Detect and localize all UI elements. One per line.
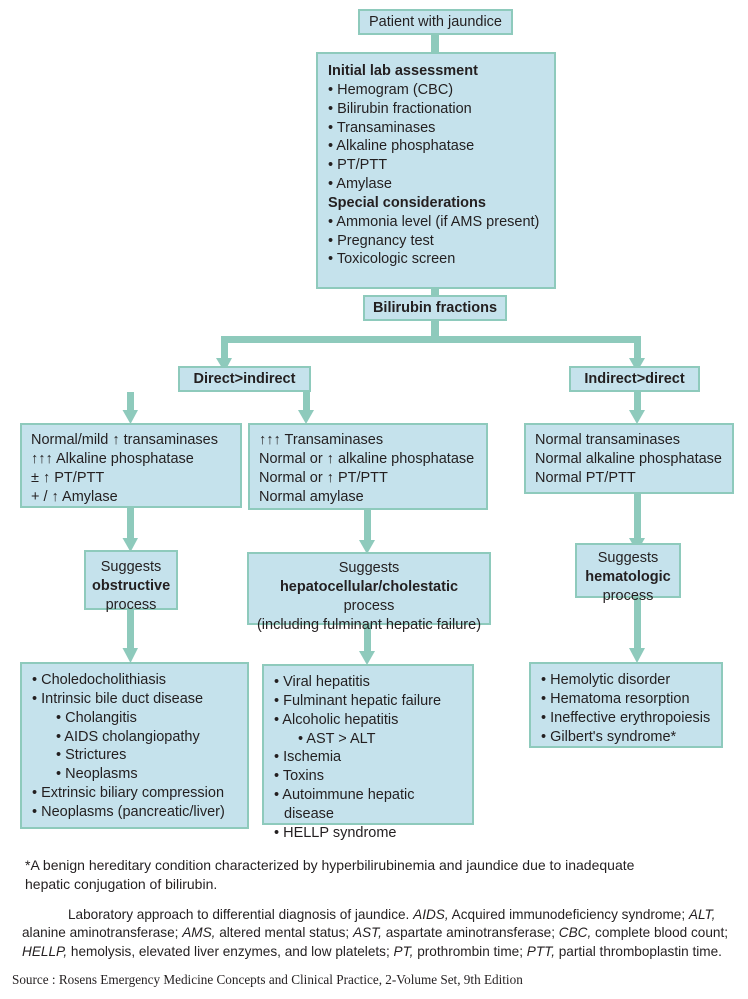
node-label: Patient with jaundice (369, 13, 502, 30)
list-item: • AST > ALT (298, 730, 376, 747)
initial-lab-item: • Pregnancy test (328, 232, 434, 249)
initial-lab-item: • Hemogram (CBC) (328, 81, 454, 98)
node-labs-hematologic-pattern: Normal transaminases Normal alkaline pho… (524, 423, 734, 494)
initial-lab-item: • Alkaline phosphatase (328, 138, 475, 155)
list-item: • Fulminant hepatic failure (274, 692, 442, 709)
node-dx-hepatocellular-list: • Viral hepatitis • Fulminant hepatic fa… (262, 664, 474, 841)
lab-line: ↑↑↑ Transaminases (259, 432, 384, 448)
initial-lab-heading-2: Special considerations (328, 194, 486, 211)
suggests-emphasis: hematologic (585, 568, 671, 585)
abbrev-term: PT, (393, 943, 414, 959)
lab-line: + / ↑ Amylase (31, 488, 118, 505)
list-item: • Hematoma resorption (541, 690, 690, 707)
node-initial-lab-assessment: Initial lab assessment • Hemogram (CBC) … (316, 52, 556, 289)
node-patient-with-jaundice: Patient with jaundice (358, 9, 513, 35)
list-item: • AIDS cholangiopathy (56, 728, 200, 745)
abbrev-term: AIDS, (413, 907, 449, 922)
node-labs-obstructive-pattern: Normal/mild ↑ transaminases ↑↑↑ Alkaline… (20, 423, 242, 508)
list-item: • Cholangitis (56, 709, 137, 726)
lab-line: Normal transaminases (535, 432, 681, 448)
lab-line: Normal or ↑ PT/PTT (259, 469, 388, 486)
node-label: Bilirubin fractions (372, 299, 498, 316)
lab-line: Normal/mild ↑ transaminases (31, 432, 218, 448)
node-dx-obstructive-list: • Choledocholithiasis • Intrinsic bile d… (20, 662, 249, 829)
initial-lab-heading-1: Initial lab assessment (328, 63, 478, 79)
footnote-line-2: hepatic conjugation of bilirubin. (25, 876, 218, 893)
list-item: • Autoimmune hepatic disease (274, 787, 415, 822)
list-item: • Ineffective erythropoiesis (541, 709, 711, 726)
node-labs-hepatocellular-pattern: ↑↑↑ Transaminases Normal or ↑ alkaline p… (248, 423, 488, 510)
node-direct-greater-indirect: Direct>indirect (178, 366, 311, 392)
abbrev-def: altered mental status; (215, 925, 350, 941)
list-item: • Extrinsic biliary compression (32, 785, 225, 802)
initial-lab-item: • Toxicologic screen (328, 251, 456, 268)
list-item: • Alcoholic hepatitis (274, 711, 399, 728)
initial-lab-item: • Transaminases (328, 119, 436, 136)
node-indirect-greater-direct: Indirect>direct (569, 366, 700, 392)
node-bilirubin-fractions: Bilirubin fractions (363, 295, 507, 321)
lab-line: Normal PT/PTT (535, 469, 636, 486)
suggests-line: Suggests (597, 550, 659, 566)
source-line: Source : Rosens Emergency Medicine Conce… (12, 972, 523, 987)
list-item: • Strictures (56, 747, 127, 764)
suggests-line: Suggests (338, 560, 400, 576)
suggests-line: process (343, 597, 395, 614)
lab-line: ± ↑ PT/PTT (31, 469, 105, 486)
abbrev-def: partial thromboplastin time. (554, 943, 722, 959)
list-item: • Ischemia (274, 749, 342, 766)
node-label: Indirect>direct (584, 370, 685, 387)
suggests-line: (including fulminant hepatic failure) (256, 616, 482, 633)
node-label: Direct>indirect (193, 370, 296, 387)
abbrev-term: PTT, (526, 943, 555, 959)
abbrev-def: alanine aminotransferase; (22, 925, 179, 941)
abbrev-term: CBC, (558, 925, 592, 941)
abbrev-term: HELLP, (22, 943, 68, 959)
abbrev-def: Acquired immunodeficiency syndrome; (448, 907, 686, 922)
list-item: • Intrinsic bile duct disease (32, 690, 204, 707)
abbrev-def: hemolysis, elevated liver enzymes, and l… (67, 943, 390, 959)
figure-caption: Laboratory approach to differential diag… (22, 906, 730, 961)
abbrev-def: complete blood count; (591, 925, 729, 941)
lab-line: Normal or ↑ alkaline phosphatase (259, 450, 475, 467)
list-item: • Neoplasms (56, 766, 138, 783)
abbrev-def: aspartate aminotransferase; (381, 925, 555, 941)
lab-line: ↑↑↑ Alkaline phosphatase (31, 450, 194, 467)
list-item: • Hemolytic disorder (541, 672, 671, 688)
footnote: *A benign hereditary condition character… (25, 856, 725, 895)
dx-hepatocellular-items: • Viral hepatitis • Fulminant hepatic fa… (264, 666, 472, 850)
lab-line: Normal alkaline phosphatase (535, 450, 722, 467)
list-item: • Viral hepatitis (274, 674, 370, 690)
suggests-line: Suggests (100, 559, 162, 575)
footnote-line-1: *A benign hereditary condition character… (25, 857, 635, 873)
list-item: • Neoplasms (pancreatic/liver) (32, 803, 225, 820)
initial-lab-item: • PT/PTT (328, 157, 388, 174)
suggests-emphasis: hepatocellular/cholestatic (279, 578, 459, 595)
node-suggests-obstructive: Suggests obstructive process (84, 550, 178, 613)
list-item: • HELLP syndrome (274, 824, 397, 841)
initial-lab-item: • Bilirubin fractionation (328, 100, 472, 117)
dx-hematologic-items: • Hemolytic disorder • Hematoma resorpti… (531, 664, 721, 753)
abbrev-def: prothrombin time; (413, 943, 523, 959)
abbrev-term: AST, (352, 925, 382, 941)
list-item: • Gilbert's syndrome* (541, 728, 677, 745)
abbrev-term: ALT, (688, 907, 716, 922)
list-item: • Choledocholithiasis (32, 672, 167, 688)
suggests-line: process (602, 587, 654, 604)
node-dx-hematologic-list: • Hemolytic disorder • Hematoma resorpti… (529, 662, 723, 748)
list-item: • Toxins (274, 768, 324, 785)
lab-line: Normal amylase (259, 488, 364, 505)
node-suggests-hepatocellular: Suggests hepatocellular/cholestatic proc… (247, 552, 491, 633)
initial-lab-item: • Ammonia level (if AMS present) (328, 213, 540, 230)
initial-lab-item: • Amylase (328, 176, 392, 193)
node-suggests-hematologic: Suggests hematologic process (575, 543, 681, 604)
suggests-emphasis: obstructive (92, 577, 171, 594)
abbrev-term: AMS, (182, 925, 216, 941)
dx-obstructive-items: • Choledocholithiasis • Intrinsic bile d… (22, 664, 247, 829)
suggests-line: process (105, 596, 157, 613)
caption-intro: Laboratory approach to differential diag… (68, 907, 410, 922)
